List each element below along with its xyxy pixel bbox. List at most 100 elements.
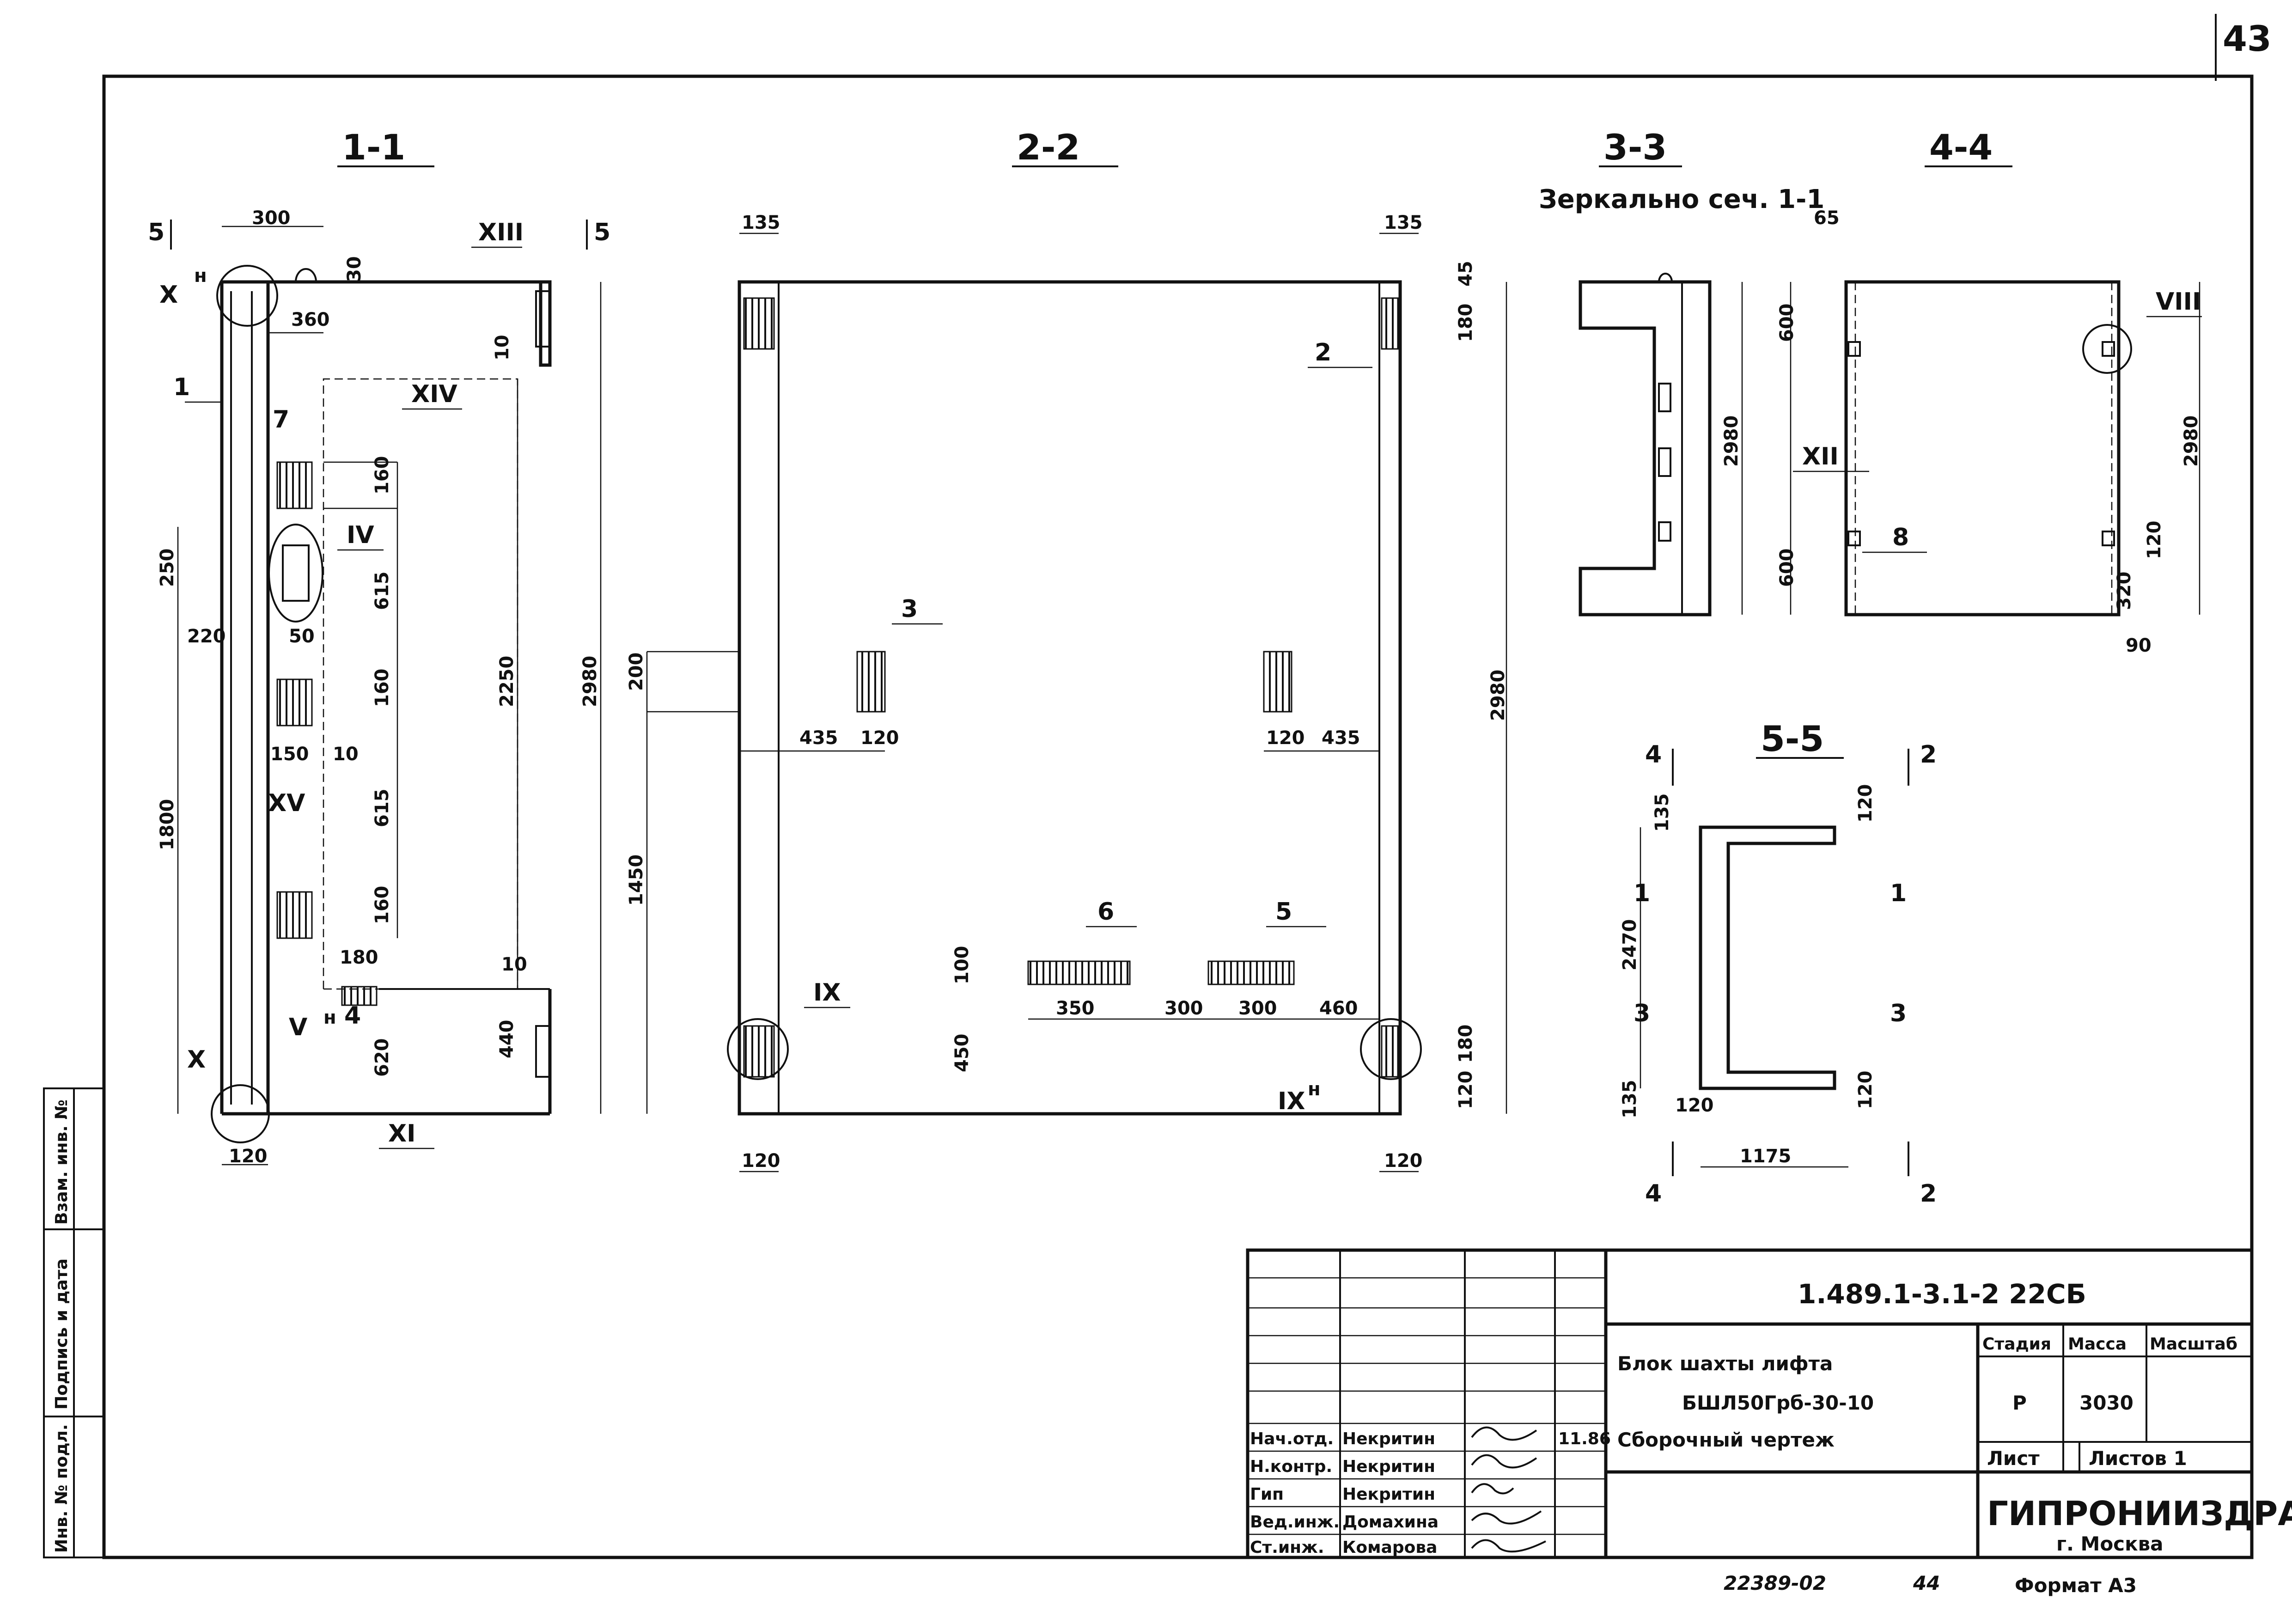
dim-120-p3-right: 120: [1266, 727, 1305, 749]
part-3-left: [856, 651, 886, 713]
dim-120-s2-left: 120: [742, 1150, 780, 1172]
dim-10-bot: 10: [501, 954, 527, 975]
section-5-5: 5-5 135 120 2470 135 120 120 1175 4 4 2 …: [1619, 718, 1937, 1208]
section-5-5-title: 5-5: [1761, 718, 1824, 759]
dim-120-s1: 120: [229, 1146, 268, 1167]
footer-doc-no: 22389-02: [1724, 1572, 1826, 1594]
dim-460: 460: [1319, 998, 1358, 1019]
part-6: [1027, 960, 1131, 985]
tb-code: 1.489.1-3.1-2 22СБ: [1798, 1278, 2086, 1310]
dim-2980-s4: 2980: [2181, 415, 2202, 467]
dim-2250: 2250: [496, 656, 518, 707]
dim-120-s2-right: 120: [1384, 1150, 1423, 1172]
dim-220: 220: [187, 626, 226, 647]
dim-120-top-s5: 120: [1855, 784, 1876, 823]
tb-org-name: ГИПРОНИИЗДРАВ: [1987, 1494, 2292, 1533]
dim-300-b: 300: [1238, 998, 1277, 1019]
tb-role-2: Гип: [1250, 1485, 1284, 1504]
part-5: [1207, 960, 1295, 985]
pos-2: 2: [1315, 339, 1331, 366]
dim-65: 65: [1814, 208, 1840, 229]
cut-1-right: 1: [1890, 879, 1907, 907]
tb-name-2: БШЛ50Грб-30-10: [1682, 1392, 1874, 1414]
tb-list-label: Лист: [1987, 1447, 2040, 1470]
dim-120-bot: 120: [1455, 1071, 1476, 1110]
pos-5: 5: [1275, 898, 1292, 926]
pos-8: 8: [1892, 524, 1909, 551]
dim-600-bot: 600: [1776, 549, 1798, 587]
section-1-1: 1-1 300 30 360 10: [148, 127, 610, 1167]
dim-90: 90: [2126, 635, 2152, 656]
tb-name-1-person: Некритин: [1342, 1457, 1435, 1476]
tb-role-3: Вед.инж.: [1250, 1513, 1340, 1532]
dim-30: 30: [344, 256, 365, 282]
footer-format: Формат А3: [2015, 1574, 2137, 1597]
cut-5-left: 5: [148, 219, 165, 246]
tb-name-1: Блок шахты лифта: [1617, 1352, 1833, 1375]
tb-org-city: г. Москва: [2056, 1532, 2164, 1555]
footer-sheet-no: 44: [1913, 1572, 1940, 1594]
tb-date: 11.86: [1558, 1429, 1611, 1448]
tb-listov-label: Листов 1: [2089, 1447, 2187, 1470]
dim-2980-s1: 2980: [579, 656, 601, 707]
tb-massa-value: 3030: [2079, 1392, 2134, 1414]
section-4-4: 4-4 65 600 600 2980 120 320 90 XII VIII …: [1776, 127, 2202, 656]
dim-120-bot-s5: 120: [1675, 1095, 1714, 1116]
dim-250: 250: [157, 549, 178, 587]
dim-600-top: 600: [1776, 304, 1798, 342]
dim-150: 150: [270, 744, 309, 765]
dim-160-a: 160: [372, 456, 393, 495]
dim-450: 450: [951, 1034, 973, 1073]
callout-VIII: VIII: [2156, 288, 2201, 316]
tb-massa-label: Масса: [2068, 1335, 2127, 1354]
dim-300: 300: [252, 208, 291, 229]
section-2-2: 2-2 135 135 45 180 2980 200 1450 435: [626, 127, 1509, 1172]
tb-role-4: Ст.инж.: [1250, 1538, 1324, 1557]
tb-name-0: Некритин: [1342, 1429, 1435, 1448]
tb-masshtab-label: Масштаб: [2150, 1335, 2237, 1354]
section-3-3-title: 3-3: [1603, 127, 1667, 168]
dim-2980-s3: 2980: [1721, 415, 1742, 467]
dim-180-s1: 180: [340, 947, 378, 968]
dim-615-b: 615: [372, 789, 393, 828]
cut-3-right: 3: [1890, 1000, 1907, 1027]
callout-IX-h-sup: н: [1308, 1079, 1321, 1100]
tb-name-2-person: Некритин: [1342, 1485, 1435, 1504]
section-3-3: 3-3 Зеркально сеч. 1-1 2980: [1539, 127, 1824, 617]
pos-7: 7: [273, 406, 289, 433]
callout-XI: XI: [388, 1120, 415, 1148]
stamp-inv-podl: Инв. № подл.: [52, 1424, 71, 1553]
callout-IX-h: IX: [1278, 1087, 1305, 1115]
dim-435-left: 435: [799, 727, 838, 749]
tb-role-1: Н.контр.: [1250, 1457, 1332, 1476]
tb-role-0: Нач.отд.: [1250, 1429, 1334, 1448]
signature-2: [1471, 1454, 1537, 1469]
dim-180-top: 180: [1455, 304, 1476, 342]
callout-XIII: XIII: [478, 219, 524, 246]
cut-4-bot: 4: [1645, 1180, 1662, 1208]
dim-10-mid: 10: [333, 744, 359, 765]
dim-2470: 2470: [1619, 919, 1640, 971]
pos-1: 1: [173, 373, 190, 401]
dim-300-a: 300: [1164, 998, 1203, 1019]
callout-V-h: V: [289, 1013, 307, 1041]
pos-4: 4: [344, 1002, 361, 1030]
callout-XV: XV: [268, 789, 305, 817]
dim-440: 440: [496, 1020, 518, 1059]
signature-5: [1471, 1539, 1546, 1553]
dim-360: 360: [291, 309, 330, 330]
dim-1175: 1175: [1740, 1146, 1791, 1167]
cut-4-top: 4: [1645, 741, 1662, 769]
callout-X-h: X: [159, 281, 178, 309]
dim-2980-s2: 2980: [1487, 670, 1509, 721]
title-block: 1.489.1-3.1-2 22СБ Блок шахты лифта БШЛ5…: [1246, 1248, 2292, 1559]
stamp-vzam: Взам. инв. №: [52, 1099, 71, 1225]
section-1-1-title: 1-1: [342, 127, 405, 168]
dim-120-s4: 120: [2144, 521, 2165, 560]
section-4-4-title: 4-4: [1929, 127, 1993, 168]
dim-160-c: 160: [372, 886, 393, 925]
cut-1-left: 1: [1634, 879, 1650, 907]
dim-135-right: 135: [1384, 212, 1423, 233]
callout-IX: IX: [813, 979, 841, 1007]
